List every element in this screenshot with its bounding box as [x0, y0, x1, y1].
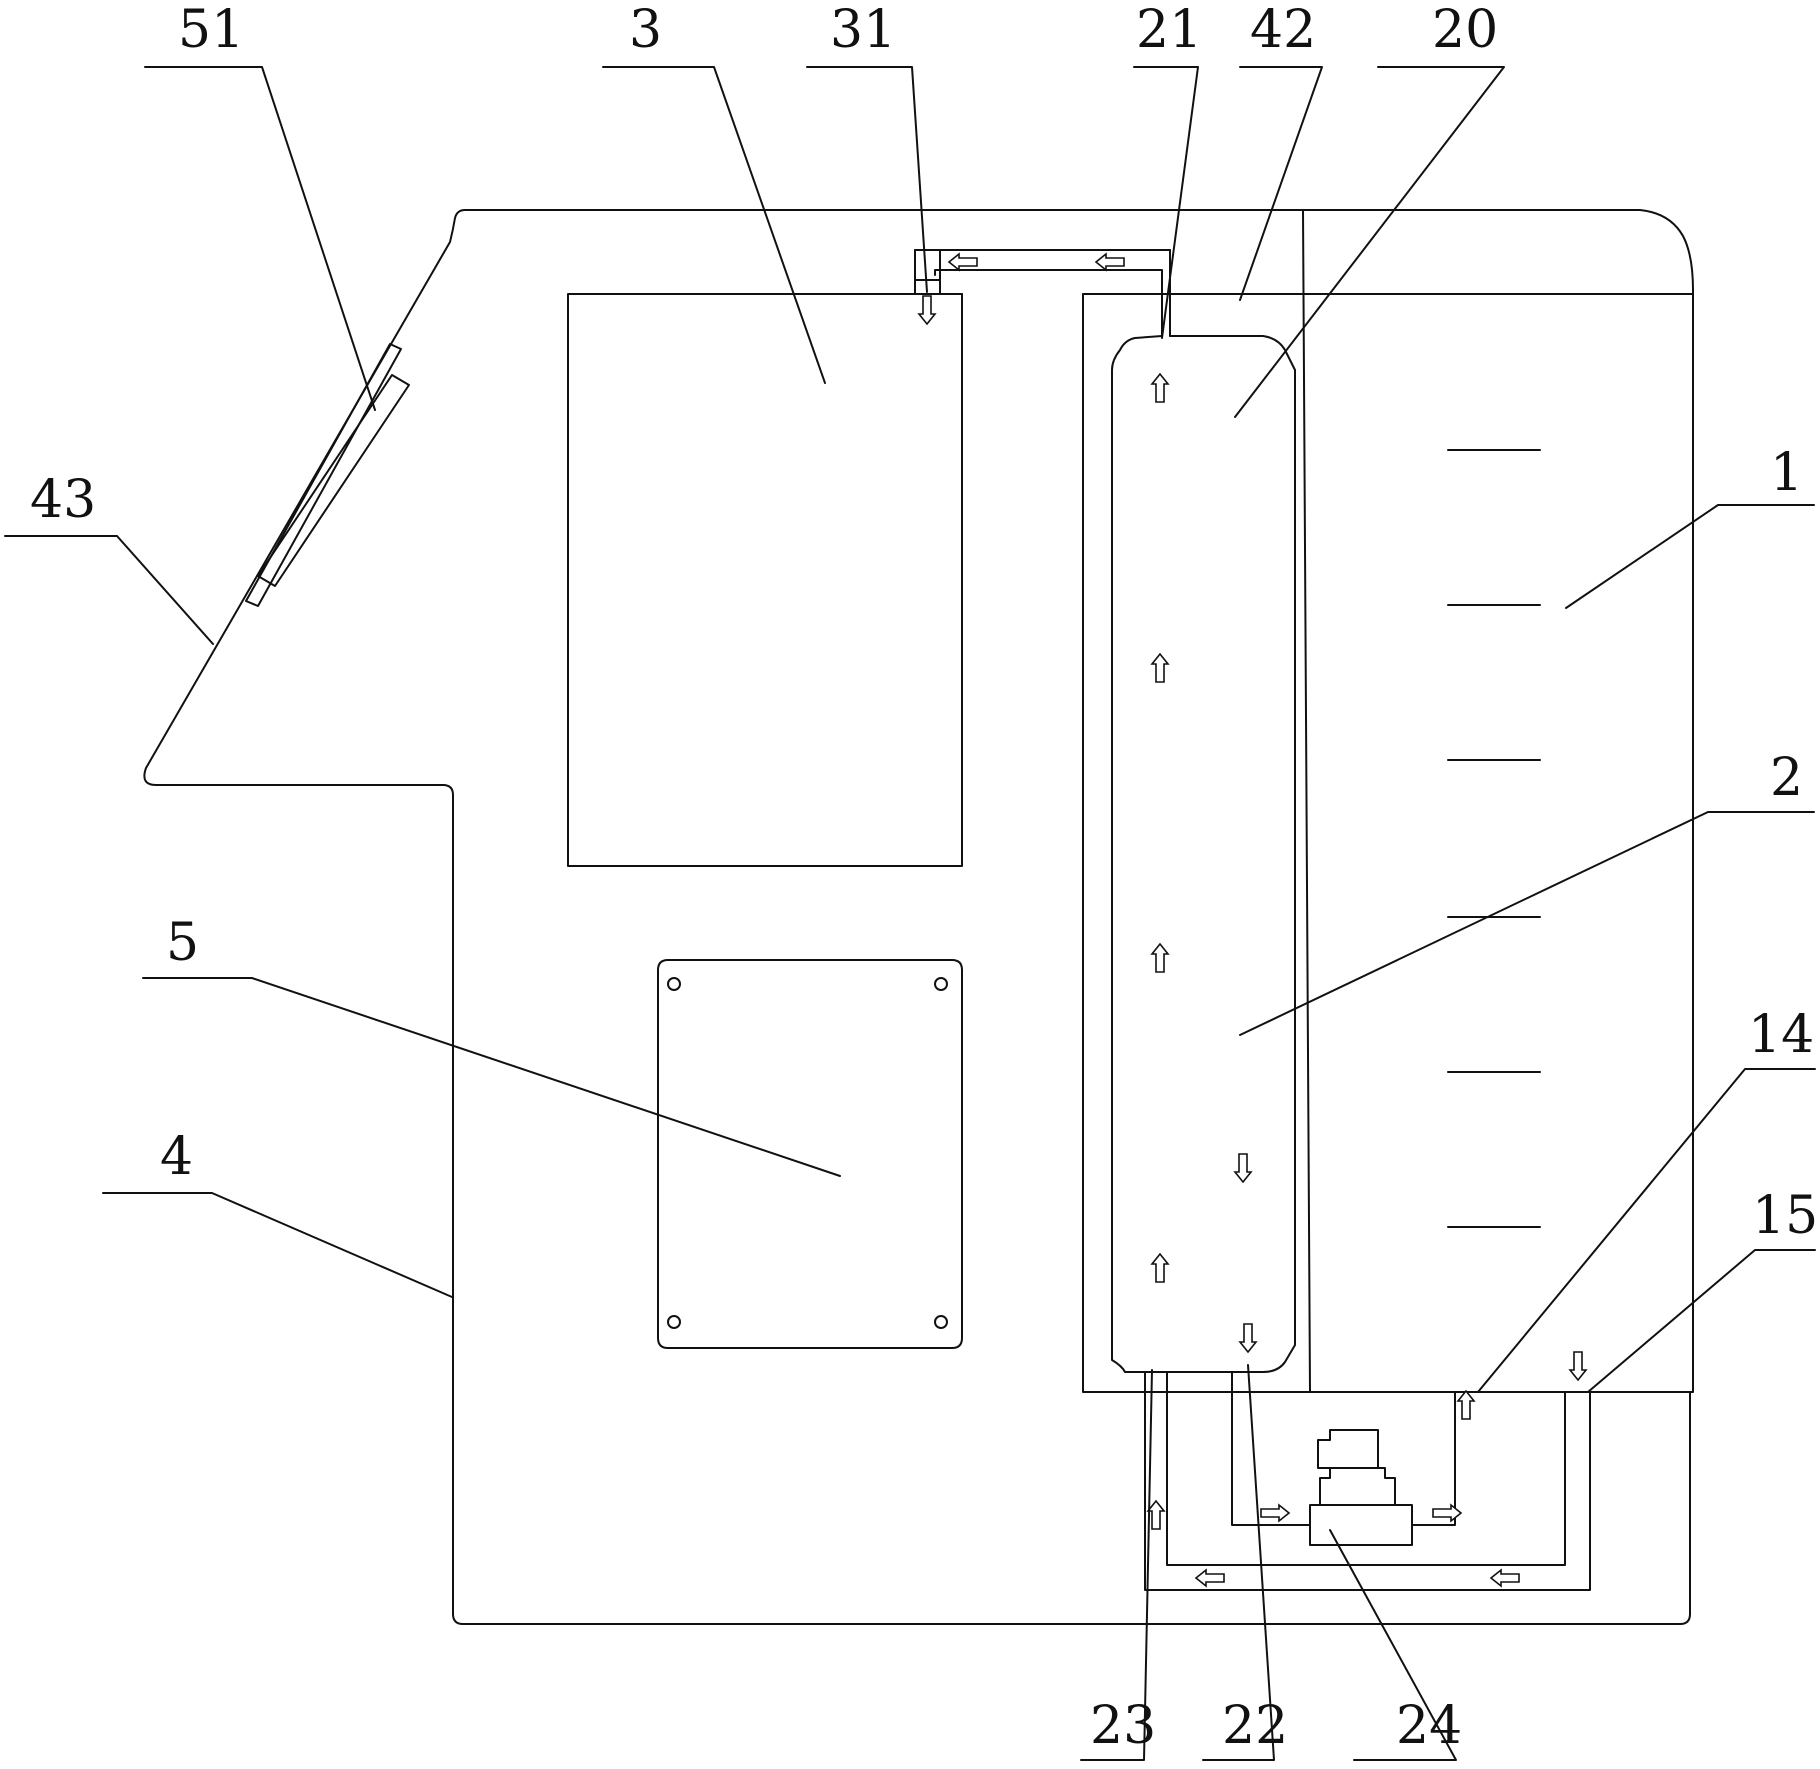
label-4: 4 [160, 1127, 193, 1187]
label-5: 5 [166, 913, 199, 973]
pump-24-housing [1319, 1467, 1396, 1506]
label-2: 2 [1770, 748, 1803, 808]
label-21: 21 [1136, 0, 1202, 60]
flow-arrow-up [1151, 943, 1169, 973]
panel-43 [245, 343, 402, 607]
flow-arrow-up [1151, 373, 1169, 403]
label-20: 20 [1432, 0, 1498, 60]
leader-24 [1329, 1529, 1457, 1761]
label-23: 23 [1090, 1696, 1156, 1756]
component-3-box [567, 293, 963, 867]
screw-hole [934, 1315, 948, 1329]
leader-31 [806, 66, 928, 293]
leader-20 [1234, 66, 1505, 418]
component-5-box [657, 959, 963, 1349]
flow-arrow-down [1239, 1323, 1257, 1353]
label-14: 14 [1748, 1005, 1814, 1065]
leader-23 [1080, 1369, 1153, 1761]
label-24: 24 [1396, 1696, 1462, 1756]
flow-arrow-right [1432, 1504, 1462, 1522]
label-1: 1 [1770, 443, 1803, 503]
display-51 [257, 374, 410, 587]
label-43: 43 [30, 470, 96, 530]
pump-24 [1309, 1504, 1413, 1546]
flow-arrow-left [1490, 1569, 1520, 1587]
leader-21 [1133, 66, 1199, 339]
flow-arrow-down [918, 295, 936, 325]
flow-arrow-up [1151, 1253, 1169, 1283]
pipe-21-outer [934, 269, 1163, 337]
pipe-21-return [939, 269, 963, 295]
flow-arrow-left [948, 253, 978, 271]
pipe-22 [1231, 1371, 1311, 1526]
pipe-14 [1411, 1391, 1456, 1526]
pipe-23-outer [1144, 1371, 1591, 1591]
flow-arrow-down [1234, 1153, 1252, 1183]
label-51: 51 [178, 0, 244, 60]
screw-hole [934, 977, 948, 991]
leader-22 [1202, 1364, 1275, 1761]
leader-4 [102, 1192, 453, 1298]
leader-15 [1587, 1249, 1816, 1393]
pipe-23-inner [1166, 1371, 1566, 1566]
leader-14 [1477, 1068, 1816, 1393]
leader-3 [602, 66, 826, 384]
flow-arrow-up [1457, 1390, 1475, 1420]
reservoir-enclosure [1082, 293, 1691, 1393]
partition-line [1302, 209, 1311, 1393]
flow-arrow-down [1569, 1351, 1587, 1381]
leader-1 [1565, 504, 1815, 609]
flow-arrow-left [1195, 1569, 1225, 1587]
flow-arrow-left [1095, 253, 1125, 271]
leader-5 [142, 977, 841, 1177]
label-15: 15 [1752, 1186, 1818, 1246]
screw-hole [667, 1315, 681, 1329]
leader-42 [1239, 66, 1323, 301]
flow-arrow-up [1151, 653, 1169, 683]
pump-24-motor [1317, 1429, 1379, 1469]
container-20 [1111, 335, 1296, 1373]
leader-43 [4, 535, 214, 645]
flow-arrow-up [1147, 1500, 1165, 1530]
screw-hole [667, 977, 681, 991]
leader-2 [1239, 811, 1815, 1036]
label-42: 42 [1250, 0, 1316, 60]
leader-51 [144, 66, 376, 411]
housing-outline [143, 209, 1694, 1625]
label-31: 31 [830, 0, 896, 60]
label-22: 22 [1222, 1696, 1288, 1756]
flow-arrow-right [1260, 1504, 1290, 1522]
label-3: 3 [629, 0, 662, 60]
